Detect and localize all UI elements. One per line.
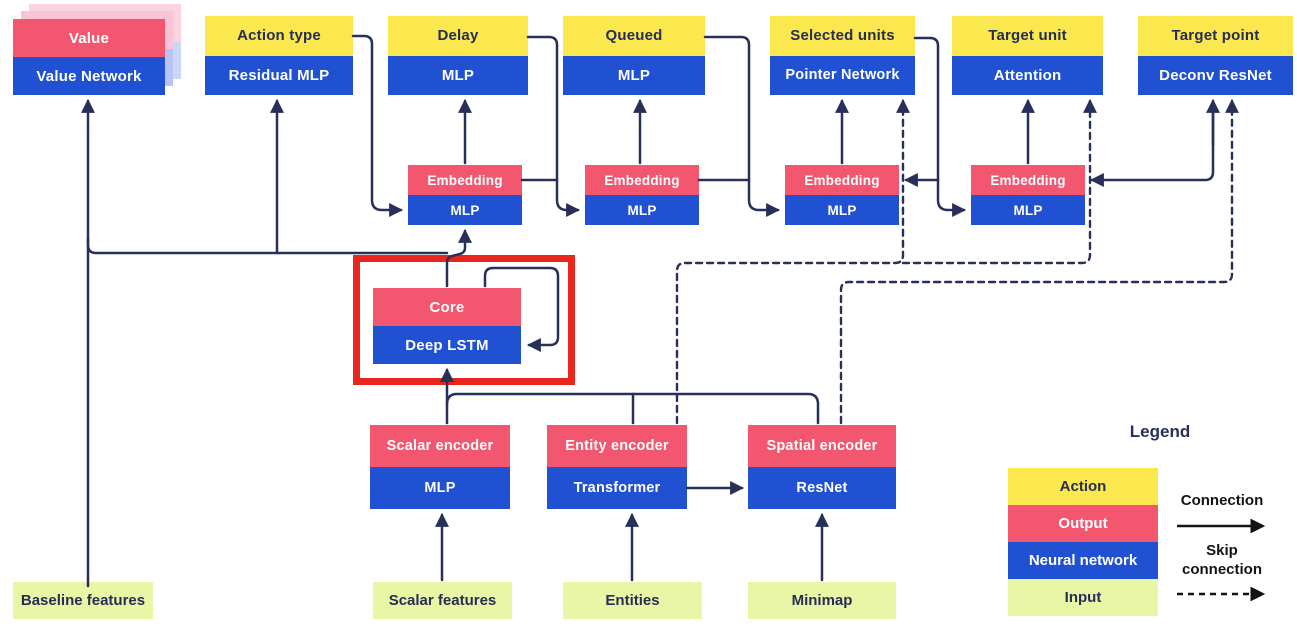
embedding-1-mlp-label: MLP — [408, 195, 522, 225]
delay-label: Delay — [388, 16, 528, 56]
node-delay: Delay MLP — [388, 16, 528, 95]
legend-connection-label: Connection — [1180, 492, 1264, 509]
queued-mlp-label: MLP — [563, 55, 705, 95]
input-baseline-features: Baseline features — [13, 582, 153, 619]
node-target-point: Target point Deconv ResNet — [1138, 16, 1293, 95]
pointer-network-label: Pointer Network — [770, 55, 915, 95]
node-spatial-encoder: Spatial encoder ResNet — [748, 425, 896, 509]
input-scalar-features: Scalar features — [373, 582, 512, 619]
input-minimap: Minimap — [748, 582, 896, 619]
deconv-resnet-label: Deconv ResNet — [1138, 55, 1293, 95]
core-label: Core — [373, 288, 521, 326]
target-unit-label: Target unit — [952, 16, 1103, 56]
node-embedding-4: Embedding MLP — [971, 165, 1085, 225]
legend-title: Legend — [1129, 422, 1191, 441]
deep-lstm-label: Deep LSTM — [373, 326, 521, 364]
transformer-label: Transformer — [547, 467, 687, 509]
legend-network-row: Neural network — [1008, 542, 1158, 579]
node-embedding-1: Embedding MLP — [408, 165, 522, 225]
target-point-label: Target point — [1138, 16, 1293, 56]
resnet-label: ResNet — [748, 467, 896, 509]
skip-connection-arrow-icon — [1177, 586, 1266, 602]
node-entity-encoder: Entity encoder Transformer — [547, 425, 687, 509]
residual-mlp-label: Residual MLP — [205, 55, 353, 95]
node-scalar-encoder: Scalar encoder MLP — [370, 425, 510, 509]
node-action-type: Action type Residual MLP — [205, 16, 353, 95]
legend-color-stack: Action Output Neural network Input — [1008, 468, 1158, 616]
node-selected-units: Selected units Pointer Network — [770, 16, 915, 95]
action-type-label: Action type — [205, 16, 353, 56]
node-core: Core Deep LSTM — [373, 288, 521, 364]
node-queued: Queued MLP — [563, 16, 705, 95]
value-network-label: Value Network — [13, 57, 165, 95]
embedding-4-mlp-label: MLP — [971, 195, 1085, 225]
entity-encoder-label: Entity encoder — [547, 425, 687, 467]
node-target-unit: Target unit Attention — [952, 16, 1103, 95]
attention-label: Attention — [952, 55, 1103, 95]
legend-action-row: Action — [1008, 468, 1158, 505]
selected-units-label: Selected units — [770, 16, 915, 56]
legend-skip-connection-label: Skip connection — [1181, 542, 1262, 578]
legend-input-row: Input — [1008, 579, 1158, 616]
embedding-2-label: Embedding — [585, 165, 699, 195]
embedding-4-label: Embedding — [971, 165, 1085, 195]
embedding-3-label: Embedding — [785, 165, 899, 195]
node-embedding-2: Embedding MLP — [585, 165, 699, 225]
embedding-1-label: Embedding — [408, 165, 522, 195]
connection-arrow-icon — [1177, 518, 1266, 534]
queued-label: Queued — [563, 16, 705, 56]
node-embedding-3: Embedding MLP — [785, 165, 899, 225]
legend-output-row: Output — [1008, 505, 1158, 542]
embedding-3-mlp-label: MLP — [785, 195, 899, 225]
spatial-encoder-label: Spatial encoder — [748, 425, 896, 467]
embedding-2-mlp-label: MLP — [585, 195, 699, 225]
scalar-encoder-label: Scalar encoder — [370, 425, 510, 467]
scalar-encoder-mlp-label: MLP — [370, 467, 510, 509]
input-entities: Entities — [563, 582, 702, 619]
node-value: Value Value Network — [13, 19, 165, 95]
delay-mlp-label: MLP — [388, 55, 528, 95]
value-output-label: Value — [13, 19, 165, 57]
